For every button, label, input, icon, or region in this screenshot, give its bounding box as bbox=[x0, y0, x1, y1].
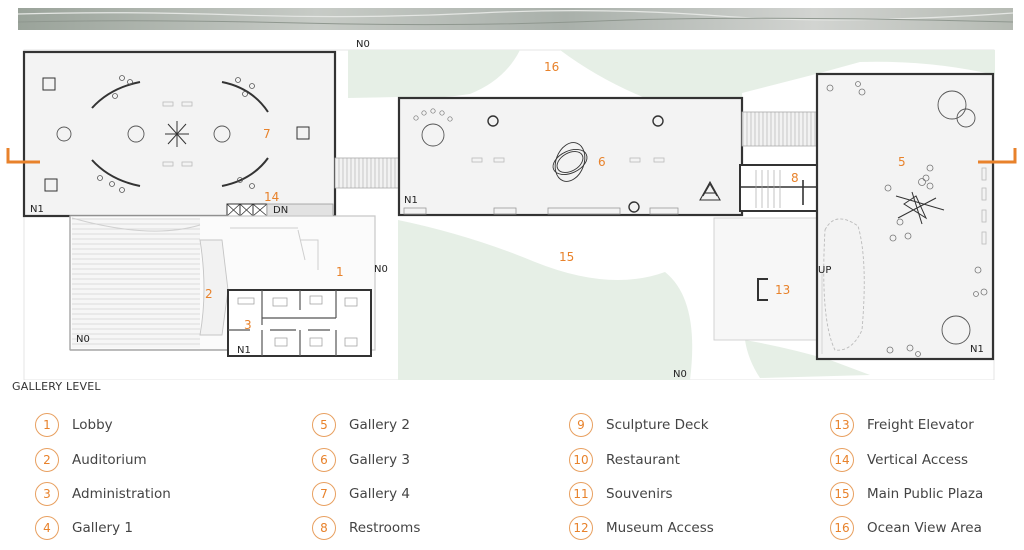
legend-label: Main Public Plaza bbox=[867, 486, 984, 502]
legend-number-badge: 7 bbox=[312, 482, 336, 506]
legend-item: 13 Freight Elevator bbox=[830, 411, 974, 439]
legend-label: Vertical Access bbox=[867, 452, 969, 468]
legend-item: 3 Administration bbox=[35, 480, 171, 508]
legend-number-badge: 1 bbox=[35, 413, 59, 437]
legend-number-badge: 4 bbox=[35, 516, 59, 540]
legend-label: Lobby bbox=[72, 417, 113, 433]
legend-number-badge: 8 bbox=[312, 516, 336, 540]
level-tag: N1 bbox=[404, 195, 418, 206]
legend-number-badge: 9 bbox=[569, 413, 593, 437]
legend-label: Gallery 2 bbox=[349, 417, 410, 433]
room-number-8: 8 bbox=[791, 171, 799, 185]
level-tag: N0 bbox=[76, 334, 90, 345]
legend-label: Ocean View Area bbox=[867, 520, 982, 536]
legend-number-badge: 13 bbox=[830, 413, 854, 437]
room-number-5: 5 bbox=[898, 155, 906, 169]
legend-item: 5 Gallery 2 bbox=[312, 411, 410, 439]
level-tag: DN bbox=[273, 205, 288, 216]
entrance-marker-left bbox=[6, 148, 40, 164]
legend-number-badge: 3 bbox=[35, 482, 59, 506]
level-tag: N0 bbox=[374, 264, 388, 275]
bridge-stairs-left bbox=[334, 157, 400, 189]
room-number-6: 6 bbox=[598, 155, 606, 169]
legend-label: Restaurant bbox=[606, 452, 680, 468]
entrance-marker-right bbox=[978, 148, 1017, 164]
legend-item: 15 Main Public Plaza bbox=[830, 480, 983, 508]
legend-label: Sculpture Deck bbox=[606, 417, 709, 433]
level-tag: N0 bbox=[356, 39, 370, 50]
gallery-3-room bbox=[397, 96, 744, 217]
auditorium-lobby-block bbox=[69, 215, 376, 351]
room-numbers: 16 7 6 5 8 14 15 1 2 3 13 bbox=[205, 60, 906, 332]
level-tag: N1 bbox=[237, 345, 251, 356]
room-number-15: 15 bbox=[559, 250, 574, 264]
level-tag: N1 bbox=[30, 204, 44, 215]
legend-number-badge: 14 bbox=[830, 448, 854, 472]
room-number-1: 1 bbox=[336, 265, 344, 279]
legend-item: 4 Gallery 1 bbox=[35, 514, 133, 542]
legend-label: Administration bbox=[72, 486, 171, 502]
landscape-areas bbox=[348, 50, 995, 380]
legend-item: 12 Museum Access bbox=[569, 514, 714, 542]
room-number-16: 16 bbox=[544, 60, 559, 74]
legend-label: Gallery 3 bbox=[349, 452, 410, 468]
administration-room bbox=[227, 289, 372, 357]
legend-label: Auditorium bbox=[72, 452, 147, 468]
room-number-3: 3 bbox=[244, 318, 252, 332]
legend-item: 9 Sculpture Deck bbox=[569, 411, 709, 439]
legend-number-badge: 5 bbox=[312, 413, 336, 437]
level-title: GALLERY LEVEL bbox=[12, 380, 101, 393]
legend-number-badge: 12 bbox=[569, 516, 593, 540]
freight-elevator-area bbox=[713, 217, 818, 341]
level-tag: UP bbox=[818, 265, 831, 276]
legend-label: Souvenirs bbox=[606, 486, 673, 502]
bridge-stairs-right bbox=[741, 111, 819, 147]
legend-item: 14 Vertical Access bbox=[830, 446, 968, 474]
legend-number-badge: 16 bbox=[830, 516, 854, 540]
legend-number-badge: 6 bbox=[312, 448, 336, 472]
legend-label: Restrooms bbox=[349, 520, 421, 536]
legend-item: 16 Ocean View Area bbox=[830, 514, 982, 542]
legend-item: 7 Gallery 4 bbox=[312, 480, 410, 508]
legend-number-badge: 15 bbox=[830, 482, 854, 506]
legend-label: Gallery 1 bbox=[72, 520, 133, 536]
level-tags: N0 N1 DN N1 N0 N0 N1 UP N1 N0 bbox=[30, 39, 984, 380]
legend-item: 10 Restaurant bbox=[569, 446, 680, 474]
legend-item: 2 Auditorium bbox=[35, 446, 147, 474]
room-number-7: 7 bbox=[263, 127, 271, 141]
legend-item: 6 Gallery 3 bbox=[312, 446, 410, 474]
legend-item: 8 Restrooms bbox=[312, 514, 420, 542]
room-number-14: 14 bbox=[264, 190, 279, 204]
legend-label: Museum Access bbox=[606, 520, 714, 536]
gallery-4-room bbox=[22, 50, 337, 218]
floor-plan: 16 7 6 5 8 14 15 1 2 3 13 N0 N1 DN N1 N0… bbox=[6, 8, 1017, 380]
level-tag: N1 bbox=[970, 344, 984, 355]
gallery-2-room bbox=[815, 72, 995, 361]
legend-label: Freight Elevator bbox=[867, 417, 974, 433]
room-number-2: 2 bbox=[205, 287, 213, 301]
legend-item: 11 Souvenirs bbox=[569, 480, 673, 508]
legend-item: 1 Lobby bbox=[35, 411, 113, 439]
room-number-13: 13 bbox=[775, 283, 790, 297]
legend-number-badge: 11 bbox=[569, 482, 593, 506]
legend-number-badge: 2 bbox=[35, 448, 59, 472]
ocean-strip bbox=[18, 8, 1013, 30]
legend-number-badge: 10 bbox=[569, 448, 593, 472]
level-tag: N0 bbox=[673, 369, 687, 380]
restrooms-block bbox=[739, 164, 818, 212]
legend-label: Gallery 4 bbox=[349, 486, 410, 502]
